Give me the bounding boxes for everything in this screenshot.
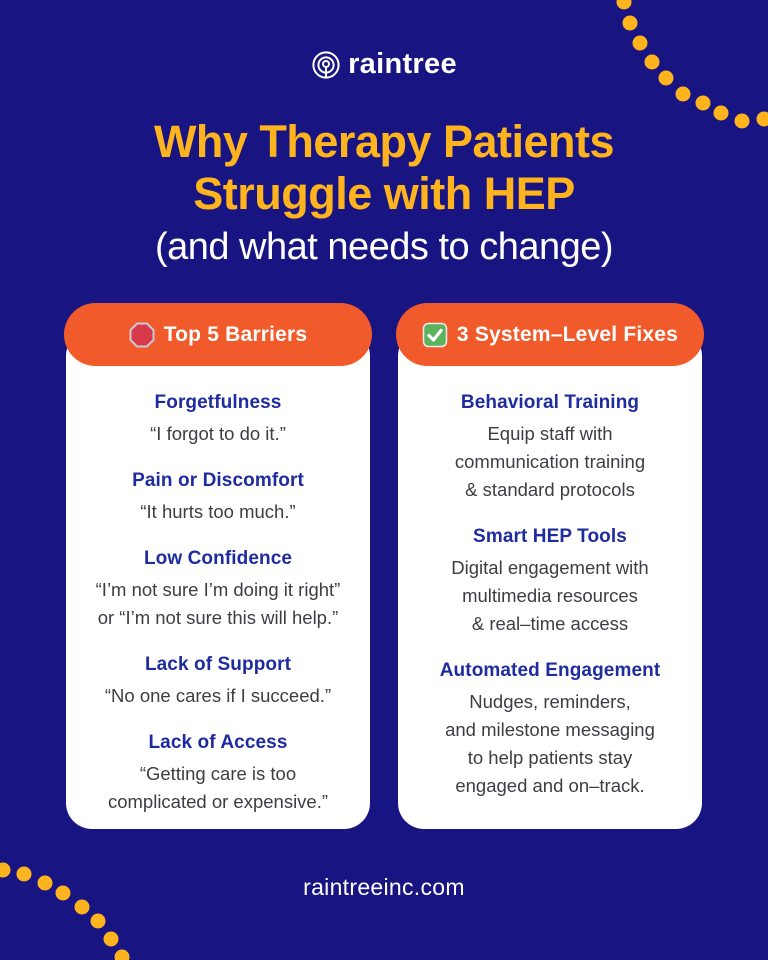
title-line-2: Struggle with HEP xyxy=(193,168,575,219)
fix-desc-line: & real–time access xyxy=(471,613,629,634)
barrier-title: Lack of Support xyxy=(144,654,292,675)
barrier-quote-line: or “I’m not sure this will help.” xyxy=(97,607,339,628)
fix-title: Smart HEP Tools xyxy=(473,526,627,547)
fix-desc-line: Equip staff with xyxy=(487,423,613,444)
fix-desc-line: multimedia resources xyxy=(462,585,638,606)
page-subtitle: (and what needs to change) xyxy=(154,226,614,268)
fixes-card-body: Behavioral Training Equip staff with com… xyxy=(398,330,702,829)
barrier-quote-line: “No one cares if I succeed.” xyxy=(104,685,332,706)
cards-row: Top 5 Barriers Forgetfulness “I forgot t… xyxy=(64,303,704,829)
tree-rings-icon xyxy=(311,50,341,80)
barrier-title: Low Confidence xyxy=(143,548,293,569)
fix-desc-line: and milestone messaging xyxy=(445,719,655,740)
fix-item: Behavioral Training Equip staff with com… xyxy=(406,390,694,504)
fix-desc-line: Digital engagement with xyxy=(451,557,649,578)
check-mark-icon xyxy=(422,322,448,348)
barrier-quote-line: complicated or expensive.” xyxy=(107,791,329,812)
fix-desc-line: communication training xyxy=(454,451,646,472)
barrier-item: Lack of Access “Getting care is too comp… xyxy=(74,730,362,816)
barriers-card: Top 5 Barriers Forgetfulness “I forgot t… xyxy=(64,303,372,829)
fix-item: Automated Engagement Nudges, reminders, … xyxy=(406,658,694,800)
stop-sign-icon xyxy=(129,322,155,348)
fix-desc-line: & standard protocols xyxy=(465,479,635,500)
fixes-card-header-label: 3 System–Level Fixes xyxy=(456,322,679,346)
brand-logo: raintree xyxy=(0,48,768,81)
barriers-card-header: Top 5 Barriers xyxy=(64,303,372,366)
barrier-quote-line: “I’m not sure I’m doing it right” xyxy=(95,579,341,600)
barrier-item: Low Confidence “I’m not sure I’m doing i… xyxy=(74,546,362,632)
brand-logo-text: raintree xyxy=(348,48,457,80)
fix-desc-line: Nudges, reminders, xyxy=(469,691,631,712)
title-line-1: Why Therapy Patients xyxy=(153,116,615,167)
footer-url: raintreeinc.com xyxy=(303,874,465,900)
page-title: Why Therapy Patients Struggle with HEP (… xyxy=(0,116,768,270)
fix-item: Smart HEP Tools Digital engagement with … xyxy=(406,524,694,638)
barrier-title: Lack of Access xyxy=(148,732,288,753)
fix-title: Behavioral Training xyxy=(460,392,640,413)
fixes-card: 3 System–Level Fixes Behavioral Training… xyxy=(396,303,704,829)
barrier-title: Pain or Discomfort xyxy=(132,470,304,491)
fix-desc-line: to help patients stay xyxy=(467,747,633,768)
barrier-quote-line: “It hurts too much.” xyxy=(140,501,296,522)
fix-title: Automated Engagement xyxy=(439,660,661,681)
barrier-item: Forgetfulness “I forgot to do it.” xyxy=(74,390,362,448)
barrier-quote-line: “I forgot to do it.” xyxy=(150,423,286,444)
fixes-card-header: 3 System–Level Fixes xyxy=(396,303,704,366)
barrier-item: Lack of Support “No one cares if I succe… xyxy=(74,652,362,710)
barrier-title: Forgetfulness xyxy=(154,392,282,413)
barriers-card-body: Forgetfulness “I forgot to do it.” Pain … xyxy=(66,330,370,829)
barriers-card-header-label: Top 5 Barriers xyxy=(163,322,308,346)
fix-desc-line: engaged and on–track. xyxy=(455,775,645,796)
barrier-quote-line: “Getting care is too xyxy=(139,763,297,784)
barrier-item: Pain or Discomfort “It hurts too much.” xyxy=(74,468,362,526)
